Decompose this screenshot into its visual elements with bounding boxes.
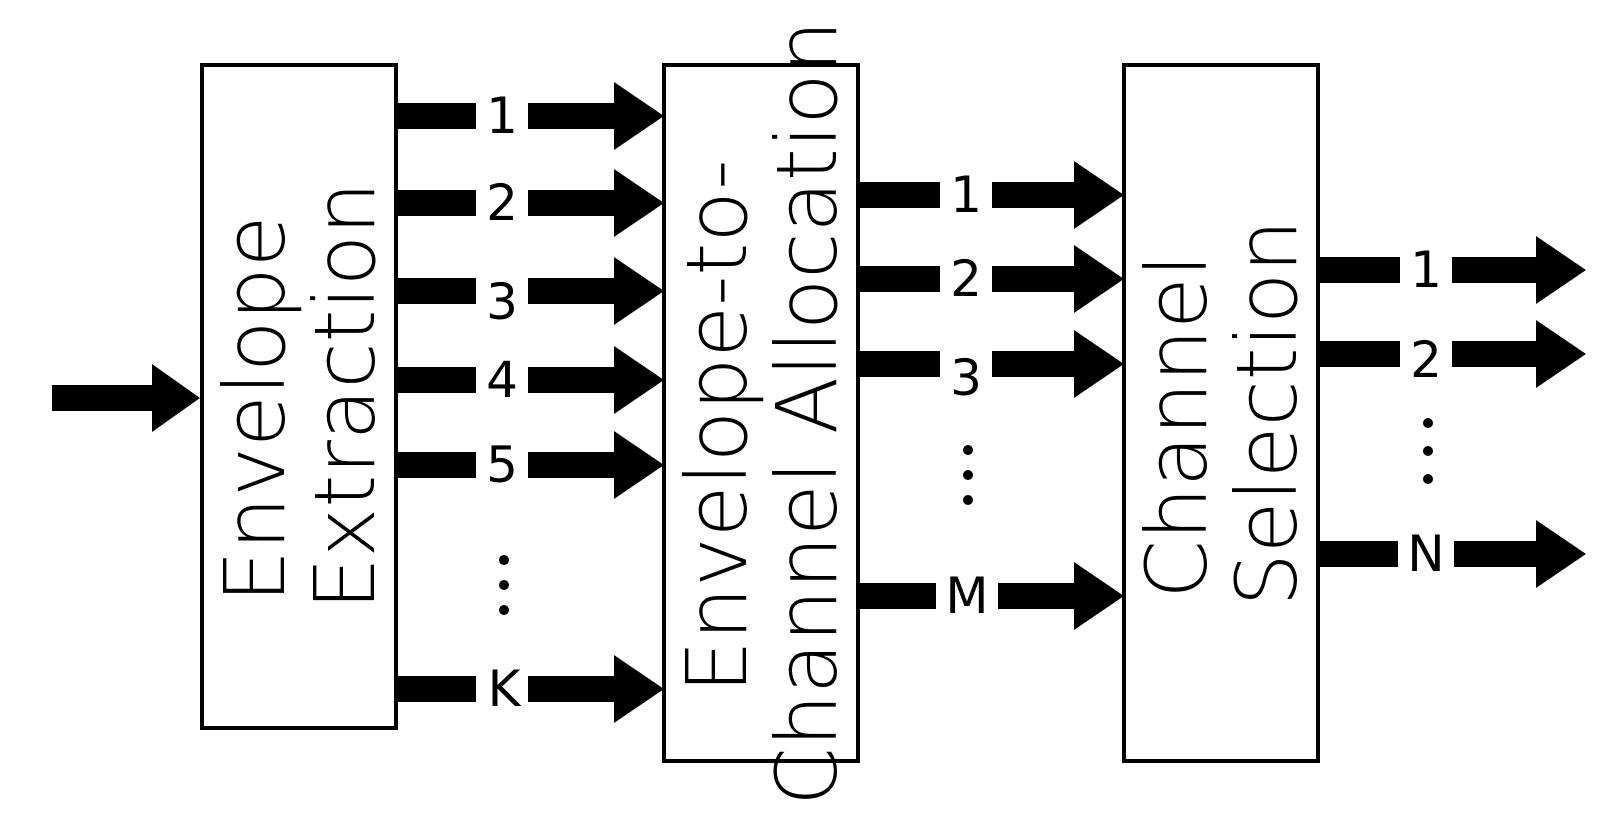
allocation-line-2: Channel Allocation xyxy=(758,20,856,806)
extraction-label-k: K xyxy=(488,660,522,718)
svg-text:Channel Selection: Channel Selection xyxy=(1128,219,1316,606)
allocation-output-arrows: 1 2 3 M xyxy=(858,161,1124,630)
selection-label-1: 1 xyxy=(1410,241,1442,299)
envelope-extraction-line-1: Envelope xyxy=(206,216,304,603)
envelope-extraction-line-2: Extraction xyxy=(296,182,394,611)
extraction-label-4: 4 xyxy=(486,351,518,409)
extraction-arrow-3: 3 xyxy=(396,257,664,331)
allocation-arrow-3: 3 xyxy=(858,330,1124,407)
allocation-label-2: 2 xyxy=(950,250,982,308)
channel-selection-line-2: Selection xyxy=(1218,219,1316,606)
selection-arrow-2: 2 xyxy=(1318,320,1586,389)
extraction-output-arrows: 1 2 3 4 5 xyxy=(396,82,664,723)
allocation-line-1: Envelope-to- xyxy=(668,159,766,693)
selection-ellipsis xyxy=(1423,418,1433,484)
extraction-arrow-5: 5 xyxy=(396,431,664,499)
input-arrow xyxy=(52,364,200,432)
allocation-ellipsis xyxy=(963,445,973,505)
allocation-label-1: 1 xyxy=(950,166,982,224)
envelope-extraction-block: Envelope Extraction xyxy=(200,63,398,730)
svg-text:Envelope-to- Channel All: Envelope-to- Channel Allocation xyxy=(668,20,856,806)
extraction-label-3: 3 xyxy=(486,273,518,331)
extraction-ellipsis xyxy=(499,555,509,615)
allocation-label-m: M xyxy=(945,567,988,625)
selection-label-2: 2 xyxy=(1410,331,1442,389)
allocation-arrow-1: 1 xyxy=(858,161,1124,229)
extraction-arrow-1: 1 xyxy=(396,82,664,150)
extraction-arrow-2: 2 xyxy=(396,169,664,237)
svg-text:Envelope Extraction: Envelope Extraction xyxy=(206,182,394,611)
selection-label-n: N xyxy=(1407,525,1444,583)
extraction-label-5: 5 xyxy=(486,436,518,494)
envelope-to-channel-allocation-block: Envelope-to- Channel Allocation xyxy=(662,20,860,806)
extraction-label-1: 1 xyxy=(486,87,518,145)
selection-arrow-1: 1 xyxy=(1318,236,1586,304)
selection-output-arrows: 1 2 N xyxy=(1318,236,1586,588)
selection-arrow-n: N xyxy=(1318,520,1586,588)
extraction-arrow-4: 4 xyxy=(396,346,664,414)
channel-selection-block: Channel Selection xyxy=(1122,63,1320,763)
extraction-arrow-k: K xyxy=(396,655,664,723)
allocation-arrow-2: 2 xyxy=(858,245,1124,313)
allocation-label-3: 3 xyxy=(950,349,982,407)
allocation-arrow-m: M xyxy=(858,562,1124,630)
channel-selection-line-1: Channel xyxy=(1128,254,1226,599)
extraction-label-2: 2 xyxy=(486,174,518,232)
